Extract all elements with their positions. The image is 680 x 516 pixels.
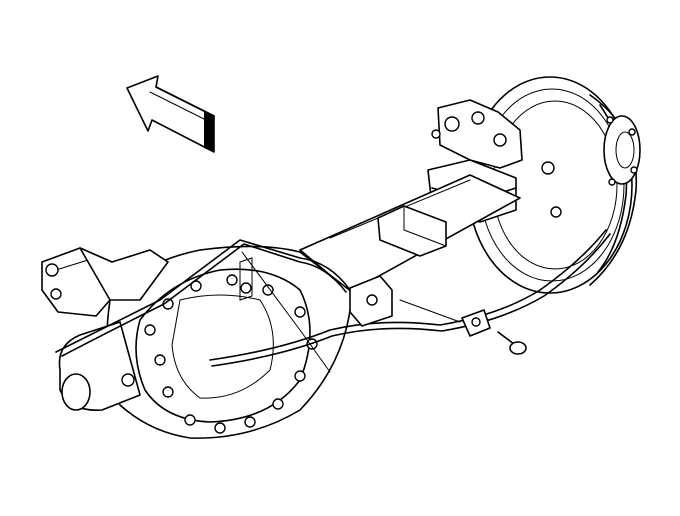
left-axle-side: [41, 247, 169, 317]
pinion-yoke: [58, 321, 141, 411]
cover-bolts: [144, 274, 318, 434]
brake-line-routing: [55, 229, 611, 367]
wheel-hub: [603, 115, 641, 186]
axle-tube-bracket: [377, 205, 447, 257]
brake-caliper-bracket: [431, 99, 523, 169]
brake-hose-bracket: [461, 309, 491, 337]
front-direction-arrow: [126, 75, 215, 153]
retaining-bolt: [497, 331, 527, 355]
leader-lines: [241, 251, 461, 373]
brake-junction-block: [349, 275, 393, 327]
